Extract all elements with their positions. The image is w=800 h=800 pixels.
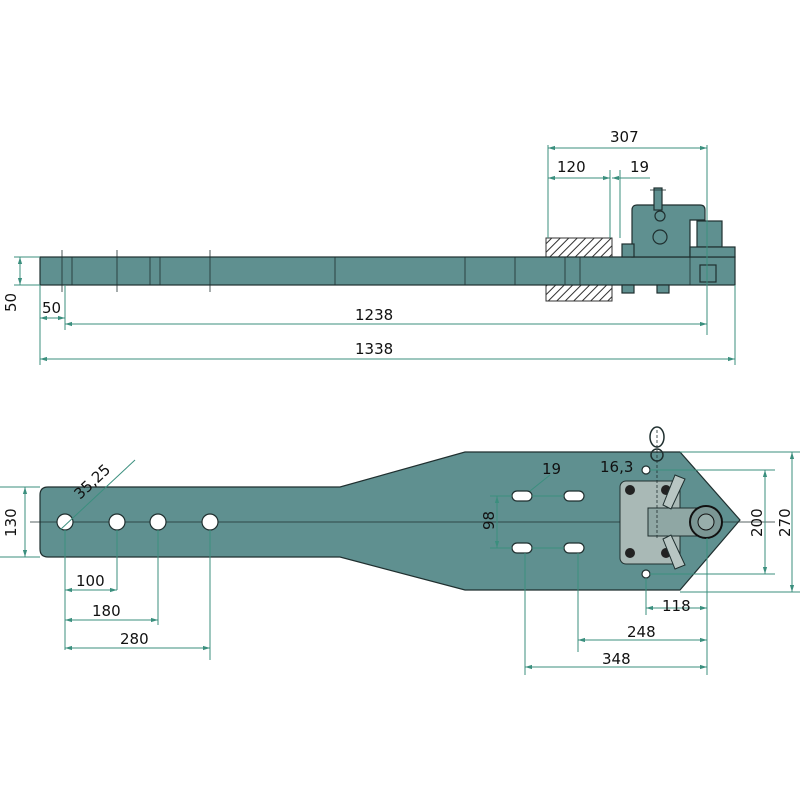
dim-120: 120 [557, 158, 586, 176]
dim-19: 19 [630, 158, 649, 176]
dim-19-slot: 19 [542, 460, 561, 478]
dim-50-horizontal: 50 [42, 299, 61, 317]
hitch-plate [619, 426, 723, 579]
hatched-block-bottom [545, 284, 613, 302]
top-view: 130 35,25 100 180 280 98 19 16,3 200 270… [0, 426, 800, 675]
dim-280: 280 [120, 630, 149, 648]
dim-130: 130 [2, 508, 20, 537]
dim-98: 98 [480, 511, 498, 530]
dim-1238: 1238 [355, 306, 393, 324]
pin-holes [56, 513, 219, 531]
dim-50-vertical: 50 [2, 293, 20, 312]
dim-180: 180 [92, 602, 121, 620]
dim-307: 307 [610, 128, 639, 146]
dim-270: 270 [776, 508, 794, 537]
dim-16-3: 16,3 [600, 458, 633, 476]
hitch-mechanism [621, 187, 736, 294]
slots [511, 490, 585, 554]
dim-248: 248 [627, 623, 656, 641]
drawbar-side [39, 256, 736, 286]
dim-118: 118 [662, 597, 691, 615]
side-dimension-lines [14, 145, 736, 365]
dim-200: 200 [748, 508, 766, 537]
dim-100: 100 [76, 572, 105, 590]
side-view: 307 120 19 50 50 1238 1338 [2, 128, 736, 365]
dim-1338: 1338 [355, 340, 393, 358]
top-dimension-lines [0, 451, 800, 675]
hatched-block-top [545, 237, 613, 258]
dim-348: 348 [602, 650, 631, 668]
drawbar-top [39, 451, 741, 591]
